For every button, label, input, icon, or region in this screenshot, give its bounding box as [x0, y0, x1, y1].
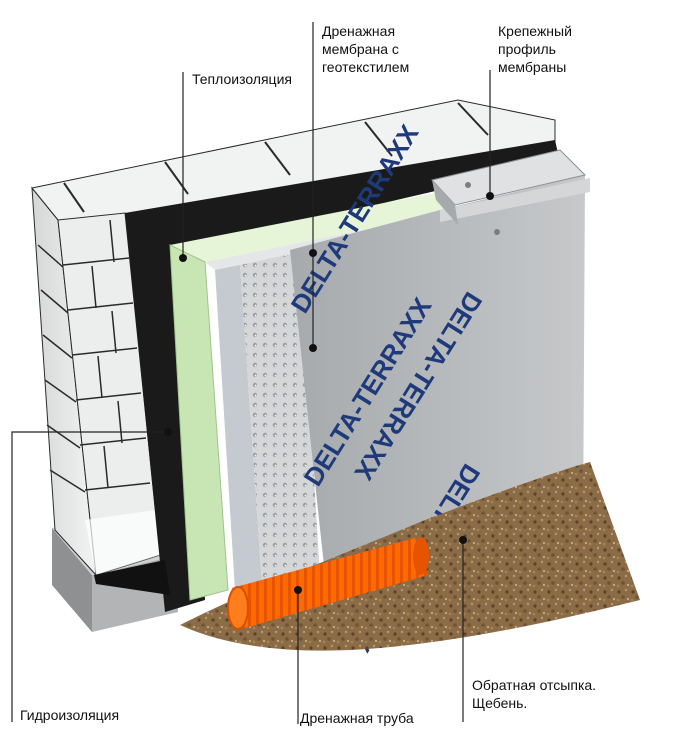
label-insulation: Теплоизоляция: [192, 71, 292, 87]
insulation-board: [169, 192, 460, 601]
waterproofing-layer: [94, 140, 560, 612]
geotextile-membrane: [290, 175, 590, 575]
leader-lines: [11, 22, 491, 724]
brick-wall: [31, 99, 556, 577]
label-fixing-profile: Крепежный профиль мембраны: [498, 23, 572, 75]
label-drainage-pipe: Дренажная труба: [300, 710, 414, 726]
leader-dots: [164, 192, 494, 594]
label-waterproofing: Гидроизоляция: [20, 707, 120, 723]
fixing-profile: [431, 149, 586, 235]
drainage-pipe: [227, 537, 429, 630]
label-drainage-membrane: Дренажная мембрана с геотекстилем: [322, 23, 410, 75]
label-backfill: Обратная отсыпка. Щебень.: [472, 677, 597, 711]
